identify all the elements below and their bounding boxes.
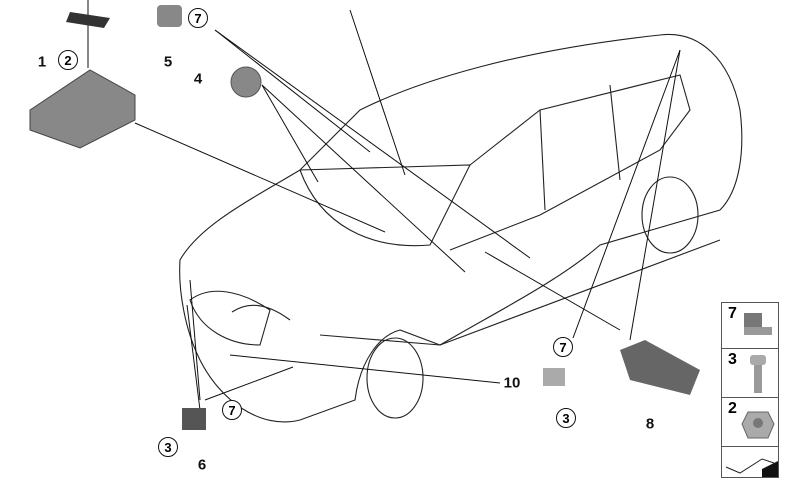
callout-2-circled: 2 [58, 50, 78, 70]
callout-3-circled-sill: 3 [556, 408, 576, 428]
callout-7-circled-front: 7 [222, 400, 242, 420]
side-panel-item-kit [721, 446, 779, 478]
item-number: 7 [728, 305, 737, 322]
front-sensor-image [182, 408, 206, 430]
car-outline [179, 33, 743, 423]
sensor-image [157, 5, 182, 27]
callout-4: 4 [193, 70, 203, 88]
side-panel-item-nut: 2 [721, 397, 779, 447]
clip-nut-icon [744, 313, 772, 335]
item-number: 2 [728, 400, 737, 417]
callout-8: 8 [645, 415, 655, 433]
hex-nut-icon [741, 411, 775, 439]
callout-1: 1 [37, 53, 47, 71]
callout-10: 10 [503, 374, 521, 392]
side-panel-item-screw: 3 [721, 348, 779, 398]
screw-icon [750, 355, 766, 393]
module-image [620, 340, 700, 395]
leader-lines [87, 0, 681, 411]
item-number: 3 [728, 351, 737, 368]
callout-7-circled: 7 [188, 8, 208, 28]
callout-7-circled-sill: 7 [553, 337, 573, 357]
callout-6: 6 [197, 456, 207, 474]
callout-3-circled-front: 3 [158, 437, 178, 457]
callout-5: 5 [163, 53, 173, 71]
speaker-image [230, 66, 262, 98]
side-panel-item-clip-nut: 7 [721, 302, 779, 349]
sill-sensor-image [543, 368, 565, 386]
control-unit-image [29, 12, 136, 149]
